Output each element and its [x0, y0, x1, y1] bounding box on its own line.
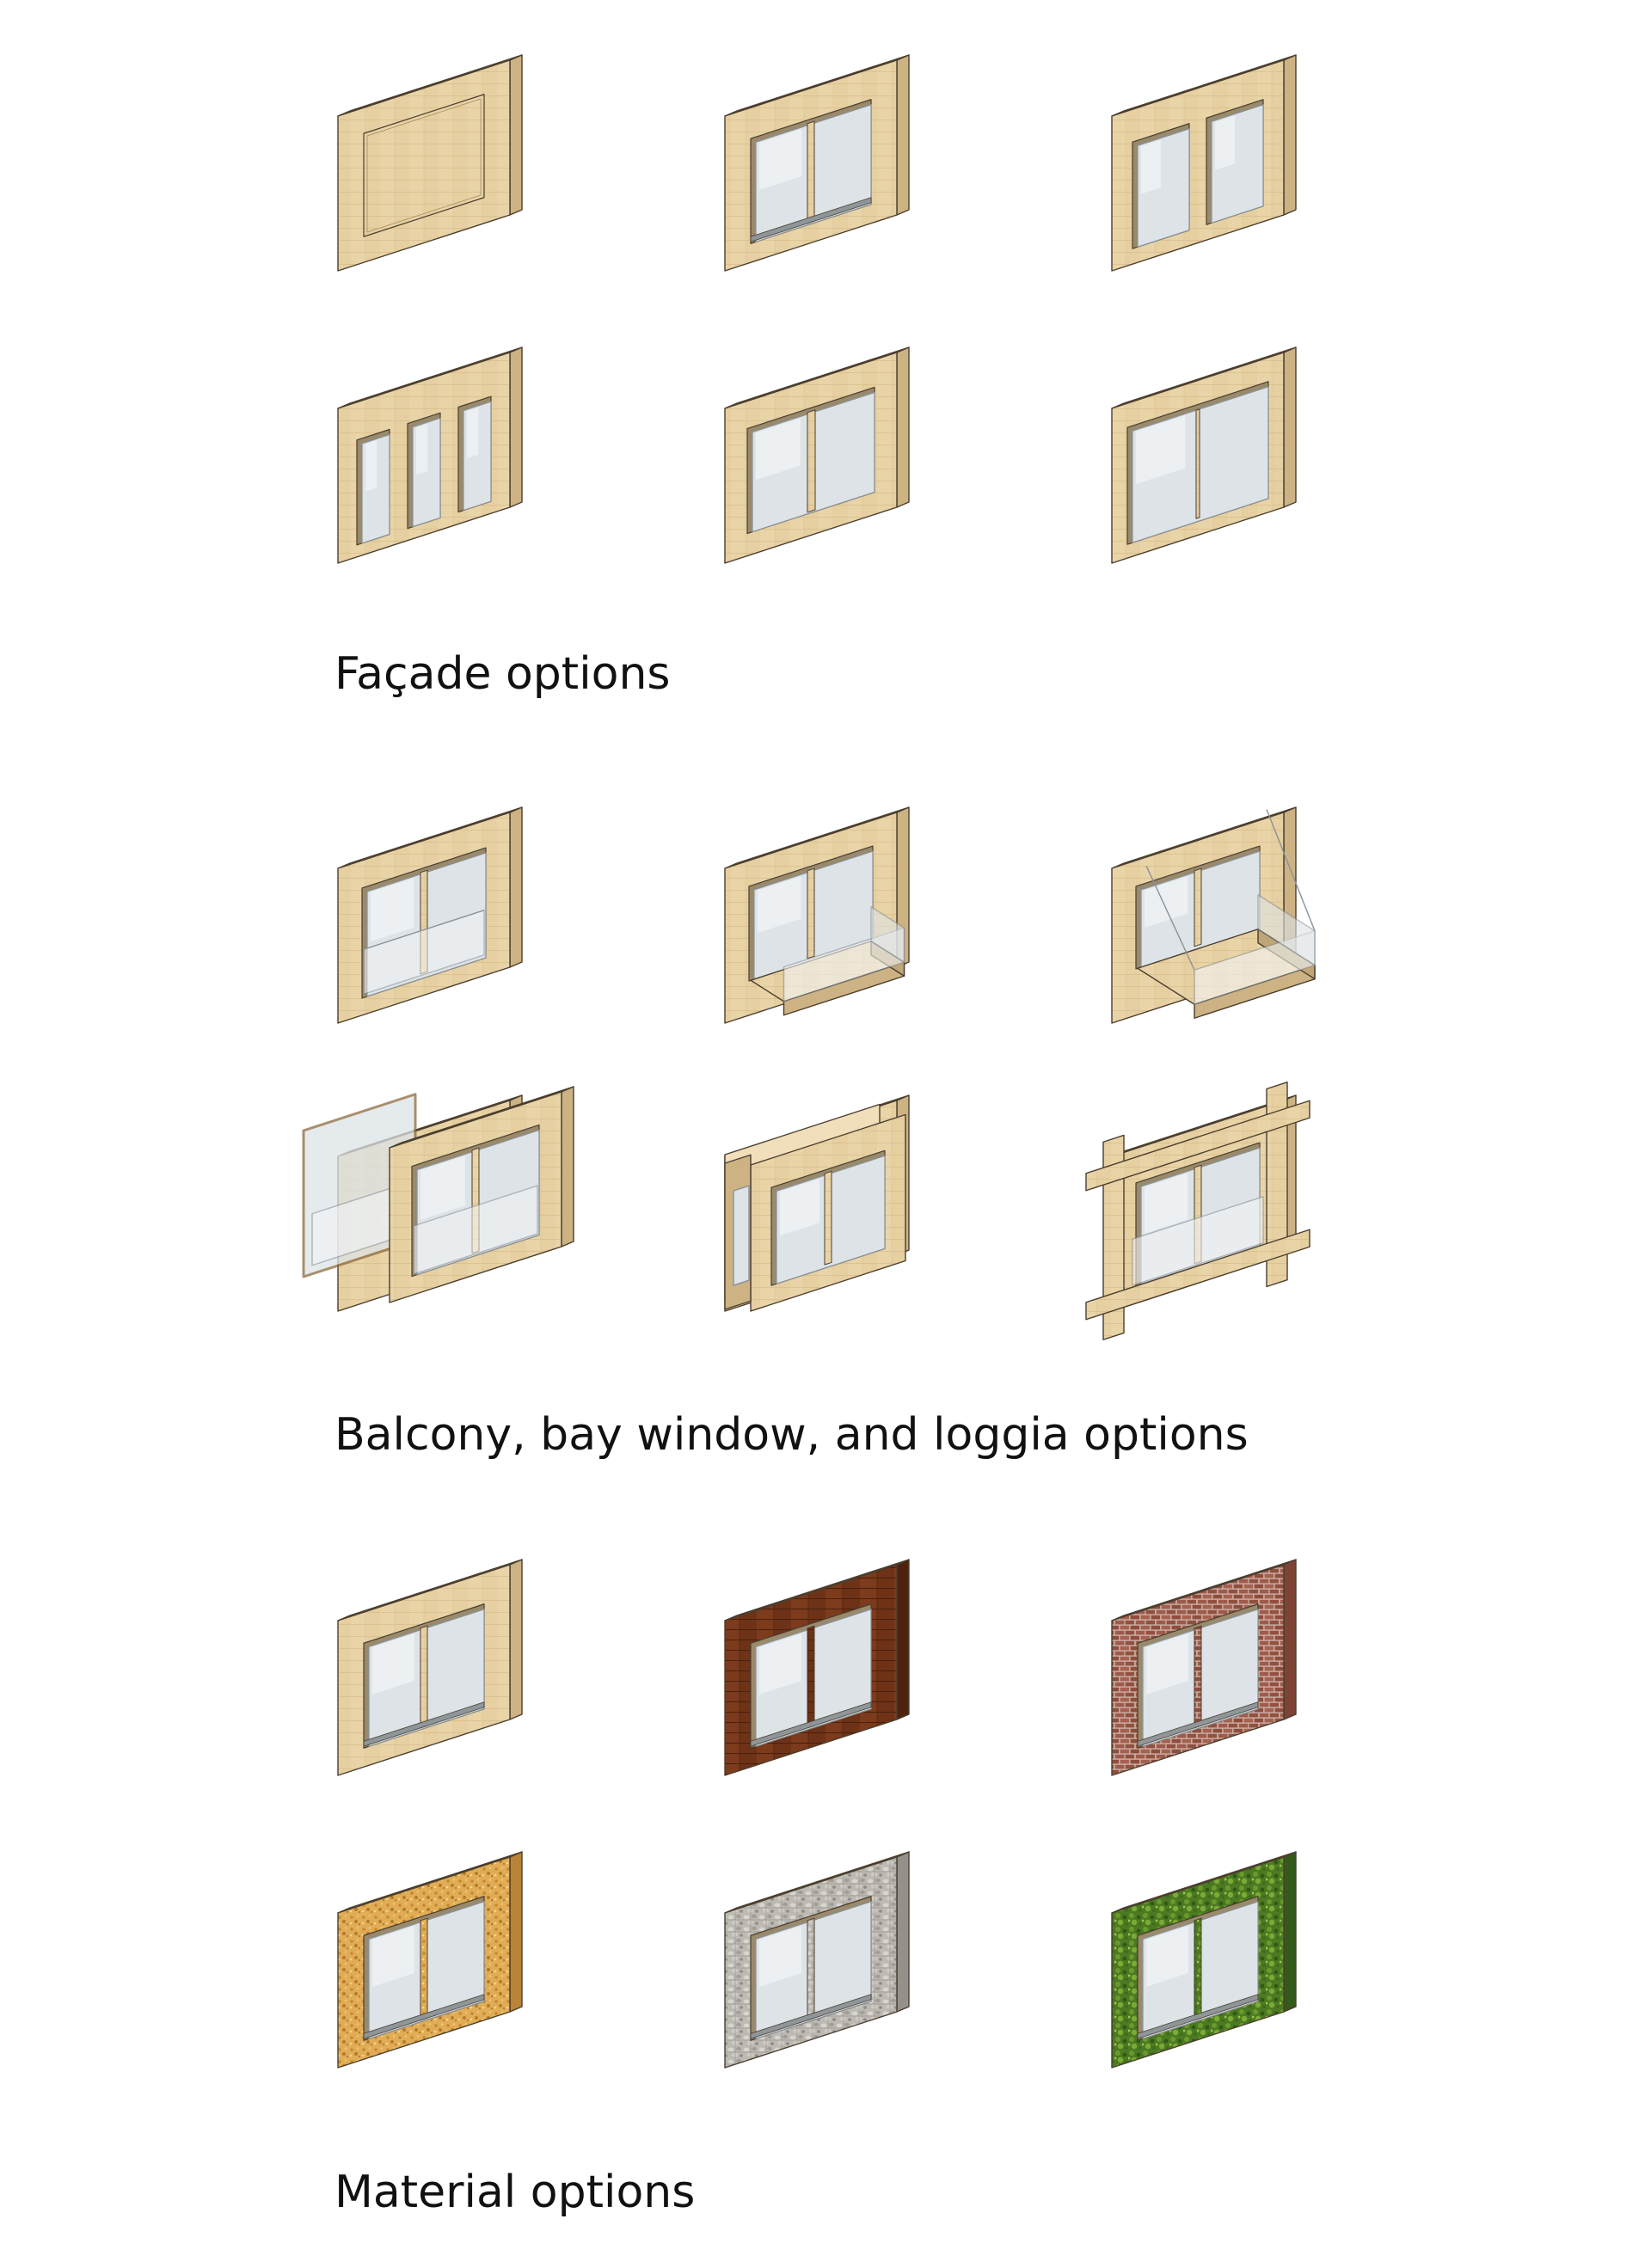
window-mullion [1195, 408, 1200, 519]
panel-side [1283, 54, 1297, 216]
material-dark-wood [724, 1559, 910, 1776]
glass-highlight [780, 1178, 820, 1236]
panel-side [1283, 1851, 1297, 2013]
panel-side [509, 1851, 523, 2013]
glass-highlight [1141, 139, 1162, 194]
panel-side [1283, 1559, 1297, 1720]
timber-post-right [1266, 1081, 1288, 1288]
material-cork [337, 1851, 523, 2069]
window-sill [750, 1994, 872, 2039]
glass-highlight [372, 1634, 414, 1695]
timber-post-left [1102, 1134, 1125, 1340]
glass-highlight [1146, 1634, 1188, 1695]
window-mullion [1194, 1625, 1202, 1729]
panel-side [1283, 346, 1297, 508]
bay-window [724, 1094, 910, 1312]
panel-side [896, 346, 910, 508]
facade-large-window [1111, 346, 1297, 564]
panel-side [509, 54, 523, 216]
glass-railing [413, 1185, 538, 1275]
glass-highlight [1146, 1926, 1188, 1987]
glass-highlight [416, 424, 428, 475]
timber-frame-loggia [1085, 1081, 1310, 1340]
window-sill [1137, 1994, 1259, 2039]
large-balcony [1111, 806, 1316, 1024]
glass-highlight [1215, 115, 1236, 170]
panel-side [509, 1559, 523, 1720]
window-sill [750, 1701, 872, 1747]
balcony-railing-side [1257, 894, 1316, 966]
glass-highlight [372, 1926, 414, 1987]
glass-highlight [758, 876, 801, 934]
material-options-title: Material options [334, 2167, 696, 2218]
glass-highlight [756, 418, 801, 481]
glass-highlight [467, 407, 479, 459]
glass-highlight [759, 129, 801, 190]
panel-side [509, 346, 523, 508]
glass-highlight [420, 1155, 465, 1220]
panel-inset [363, 94, 485, 237]
glass-highlight [1136, 415, 1186, 485]
glass-highlight [759, 1926, 801, 1987]
panel-front [337, 59, 511, 272]
material-brick [1111, 1559, 1297, 1776]
bay-side-glass [733, 1185, 750, 1286]
window-sill [1137, 1701, 1259, 1747]
window-sill [750, 197, 872, 242]
support-cable-right [1266, 809, 1316, 932]
timber-beam-bottom [1085, 1229, 1310, 1321]
glass-loggia [302, 1086, 574, 1312]
balcony-options-title: Balcony, bay window, and loggia options [334, 1409, 1249, 1461]
window-mullion [1194, 867, 1202, 947]
glass-railing [1132, 1196, 1264, 1286]
juliet-balcony [337, 806, 523, 1024]
window-sill [363, 1701, 485, 1747]
panel-side [896, 1559, 910, 1720]
facade-options-title: Façade options [334, 648, 671, 700]
support-cable-left [1145, 865, 1195, 971]
window-mullion [807, 867, 815, 959]
facade-solid-panel [337, 54, 523, 272]
facade-triple-narrow-window [337, 346, 523, 564]
glass-highlight [1145, 876, 1188, 928]
timber-beam-top [1085, 1100, 1310, 1192]
panel-side [896, 54, 910, 216]
window-mullion [420, 1917, 428, 2021]
material-gabion-stone [724, 1851, 910, 2069]
window-mullion [824, 1170, 832, 1266]
facade-double-window [724, 54, 910, 272]
material-green-wall [1111, 1851, 1297, 2069]
panel-side [509, 806, 523, 968]
facade-double-window-mullion [1111, 54, 1297, 272]
window-sill [363, 1994, 485, 2039]
panel-side [561, 1086, 574, 1247]
balcony-railing-side [870, 906, 905, 963]
window-mullion [807, 120, 815, 224]
window-mullion [807, 1625, 815, 1729]
glass-railing [363, 910, 485, 995]
material-light-wood [337, 1559, 523, 1776]
glass-highlight [759, 1634, 801, 1695]
glass-highlight [371, 878, 414, 942]
small-balcony [724, 806, 910, 1024]
facade-wide-double-window [724, 346, 910, 564]
panel-side [896, 1851, 910, 2013]
glass-highlight [365, 440, 377, 492]
panel-inset-inner [366, 98, 482, 233]
window-mullion [807, 1917, 815, 2021]
window-mullion [807, 409, 816, 513]
window-mullion [420, 1625, 428, 1729]
glass-highlight [1145, 1173, 1188, 1234]
window-mullion [1194, 1917, 1202, 2021]
